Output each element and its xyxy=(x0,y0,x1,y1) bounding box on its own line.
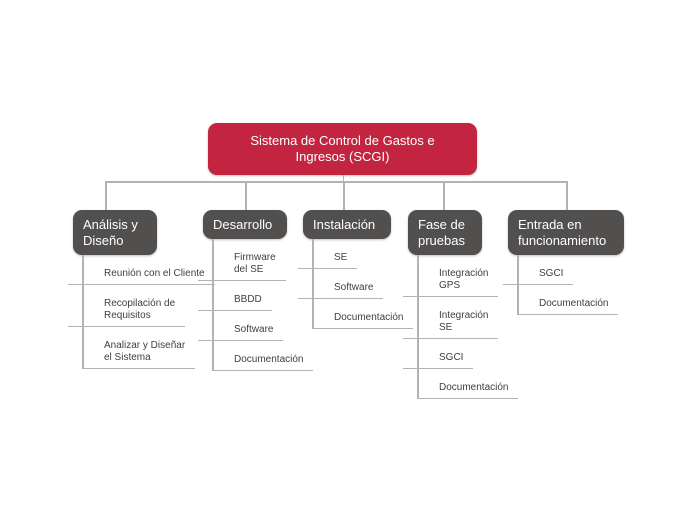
branch-node[interactable]: Instalación xyxy=(303,210,391,239)
branch-node-label: Análisis y Diseño xyxy=(83,216,138,248)
subtopic-item[interactable]: Integración SE xyxy=(403,310,499,339)
connector-subtree-line xyxy=(82,255,84,369)
branch-node[interactable]: Análisis y Diseño xyxy=(73,210,157,255)
branch-node[interactable]: Desarrollo xyxy=(203,210,287,239)
root-topic-label: Sistema de Control de Gastos e Ingresos … xyxy=(250,133,435,164)
subtopic-item[interactable]: SE xyxy=(298,252,358,269)
subtopic-item[interactable]: Analizar y Diseñar el Sistema xyxy=(82,340,196,369)
connector-branch-drop xyxy=(566,181,568,210)
connector-root-stub xyxy=(342,175,344,183)
subtopic-item[interactable]: Documentación xyxy=(312,312,414,329)
connector-branch-drop xyxy=(343,181,345,210)
branch-node[interactable]: Entrada en funcionamiento xyxy=(508,210,624,255)
branch-node[interactable]: Fase de pruebas xyxy=(408,210,482,255)
connector-trunk xyxy=(105,181,568,183)
connector-subtree-line xyxy=(312,239,314,329)
connector-subtree-line xyxy=(517,255,519,315)
connector-subtree-line xyxy=(417,255,419,399)
branch-node-label: Entrada en funcionamiento xyxy=(518,216,607,248)
subtopic-item[interactable]: Software xyxy=(198,324,284,341)
subtopic-item[interactable]: SGCI xyxy=(503,268,574,285)
branch-node-label: Instalación xyxy=(313,216,376,232)
connector-subtree-line xyxy=(212,239,214,371)
subtopic-item[interactable]: BBDD xyxy=(198,294,272,311)
branch-subtree: SGCI Documentación xyxy=(503,255,619,315)
subtopic-item[interactable]: SGCI xyxy=(403,352,474,369)
branch-node-label: Fase de pruebas xyxy=(418,216,465,248)
root-topic[interactable]: Sistema de Control de Gastos e Ingresos … xyxy=(208,123,477,175)
subtopic-item[interactable]: Documentación xyxy=(417,382,519,399)
subtopic-item[interactable]: Integración GPS xyxy=(403,268,499,297)
subtopic-item[interactable]: Reunión con el Cliente xyxy=(68,268,215,285)
connector-branch-drop xyxy=(443,181,445,210)
subtopic-item[interactable]: Software xyxy=(298,282,384,299)
connector-branch-drop xyxy=(105,181,107,210)
subtopic-item[interactable]: Documentación xyxy=(517,298,619,315)
branch-node-label: Desarrollo xyxy=(213,216,273,232)
subtopic-item[interactable]: Firmware del SE xyxy=(198,252,286,281)
subtopic-item[interactable]: Recopilación de Requisitos xyxy=(68,298,186,327)
subtopic-item[interactable]: Documentación xyxy=(212,354,314,371)
branch-subtree: Integración GPS Integración SE SGCI Documen… xyxy=(403,255,519,399)
connector-branch-drop xyxy=(245,181,247,210)
